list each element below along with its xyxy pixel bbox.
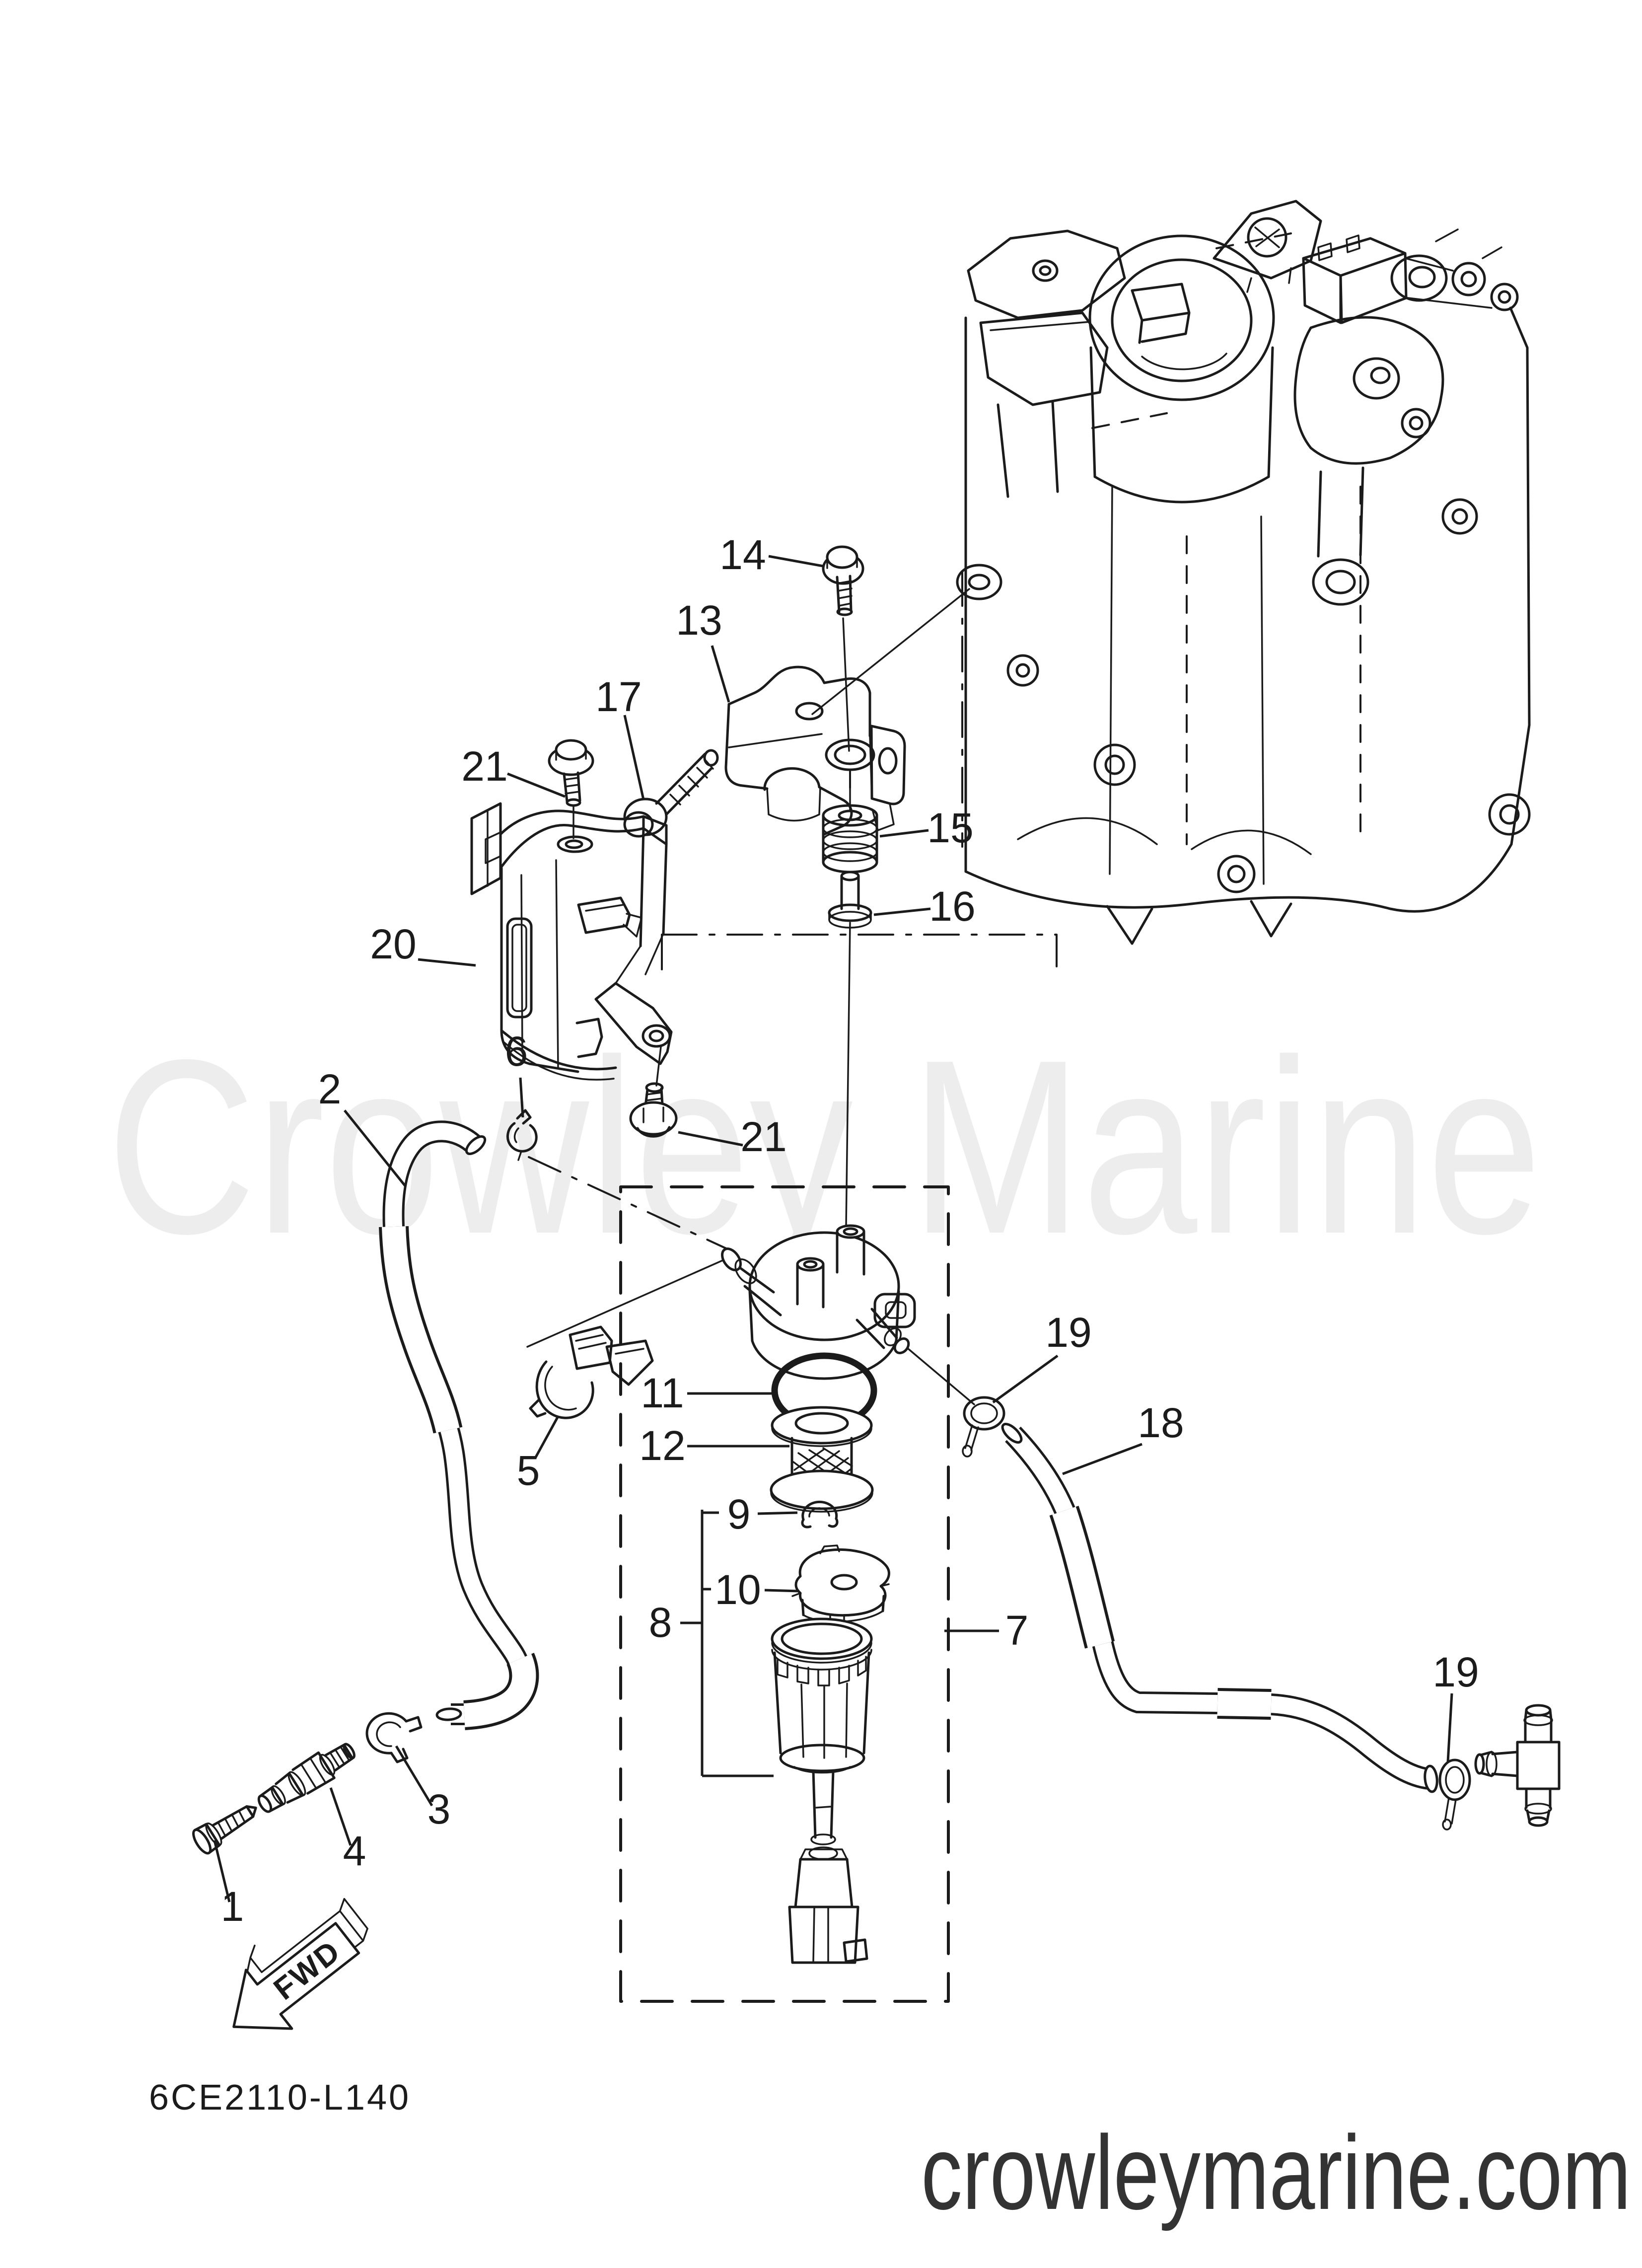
callout-leader-5 bbox=[534, 1415, 560, 1459]
assembly-boundary-box bbox=[619, 1185, 950, 2003]
fuel-hose-18 bbox=[1001, 1423, 1438, 1793]
callout-leader-21 bbox=[678, 1131, 743, 1147]
fuel-pump-body-8 bbox=[771, 1617, 873, 1964]
hose-holder-5 bbox=[529, 1325, 654, 1419]
bolt-21-lower bbox=[629, 1046, 678, 1138]
bracket-13 bbox=[724, 665, 906, 836]
callout-20: 20 bbox=[370, 921, 416, 967]
callout-leader-9 bbox=[757, 1511, 798, 1515]
callout-leader-17 bbox=[623, 715, 645, 800]
callout-7: 7 bbox=[1005, 1607, 1029, 1654]
callout-5: 5 bbox=[517, 1447, 540, 1494]
callout-leader-6 bbox=[519, 1077, 524, 1118]
hose-clamp-19-upper bbox=[962, 1396, 1005, 1458]
callout-leader-2 bbox=[344, 1109, 406, 1187]
bolt-14 bbox=[822, 545, 864, 616]
callout-leader-20 bbox=[418, 958, 476, 967]
callout-leader-16 bbox=[873, 907, 931, 916]
callout-21: 21 bbox=[461, 743, 507, 790]
fitting-4 bbox=[257, 1743, 356, 1813]
t-fitting bbox=[1474, 1704, 1561, 1827]
fuel-hose-2 bbox=[379, 1120, 539, 1730]
hose-clamp-19-lower bbox=[1438, 1758, 1471, 1830]
callout-21: 21 bbox=[740, 1113, 786, 1160]
projection-lines bbox=[526, 588, 1058, 1405]
callout-17: 17 bbox=[595, 673, 642, 720]
bolt-21-upper bbox=[548, 739, 594, 839]
callout-3: 3 bbox=[428, 1786, 451, 1832]
clip-6 bbox=[506, 1109, 538, 1161]
callout-leader-18 bbox=[1062, 1443, 1142, 1475]
callout-11: 11 bbox=[641, 1370, 684, 1416]
callout-12: 12 bbox=[639, 1422, 685, 1469]
callout-leader-19 bbox=[1446, 1693, 1453, 1762]
callout-leader-1 bbox=[213, 1840, 231, 1902]
callout-leader-19 bbox=[992, 1354, 1059, 1404]
callout-9: 9 bbox=[727, 1491, 751, 1537]
grommet-15 bbox=[822, 804, 878, 874]
callout-10: 10 bbox=[714, 1566, 761, 1613]
callout-16: 16 bbox=[929, 883, 975, 930]
callout-15: 15 bbox=[927, 805, 973, 851]
intake-manifold-assembly bbox=[956, 200, 1531, 945]
callout-leader-10 bbox=[764, 1589, 800, 1593]
callout-2: 2 bbox=[318, 1066, 342, 1112]
clamp-3 bbox=[365, 1712, 423, 1763]
callout-13: 13 bbox=[676, 597, 722, 644]
callout-leader-3 bbox=[395, 1745, 433, 1807]
callout-14: 14 bbox=[719, 531, 766, 578]
callout-19: 19 bbox=[1045, 1309, 1091, 1356]
drawing-code: 6CE2110-L140 bbox=[149, 2078, 411, 2118]
callout-leader-4 bbox=[329, 1787, 352, 1846]
callout-leader-15 bbox=[879, 829, 929, 838]
callout-19: 19 bbox=[1432, 1649, 1479, 1695]
callout-1: 1 bbox=[221, 1883, 244, 1930]
callout-leader-21 bbox=[507, 772, 566, 798]
e-clip-9 bbox=[801, 1500, 839, 1529]
callout-6: 6 bbox=[505, 1028, 528, 1075]
screw-1 bbox=[192, 1805, 257, 1855]
callout-8: 8 bbox=[649, 1599, 672, 1646]
website-text: crowleymarine.com bbox=[921, 2114, 1631, 2231]
callout-4: 4 bbox=[343, 1828, 366, 1874]
callout-18: 18 bbox=[1138, 1399, 1184, 1446]
fuel-pump-cap bbox=[721, 1224, 916, 1380]
callout-leader-14 bbox=[768, 555, 824, 568]
pin-16 bbox=[828, 871, 872, 929]
filter-element-12 bbox=[770, 1406, 874, 1513]
bolt-17 bbox=[623, 749, 719, 838]
callout-leader-13 bbox=[711, 645, 730, 703]
bracket-20 bbox=[470, 802, 673, 1081]
